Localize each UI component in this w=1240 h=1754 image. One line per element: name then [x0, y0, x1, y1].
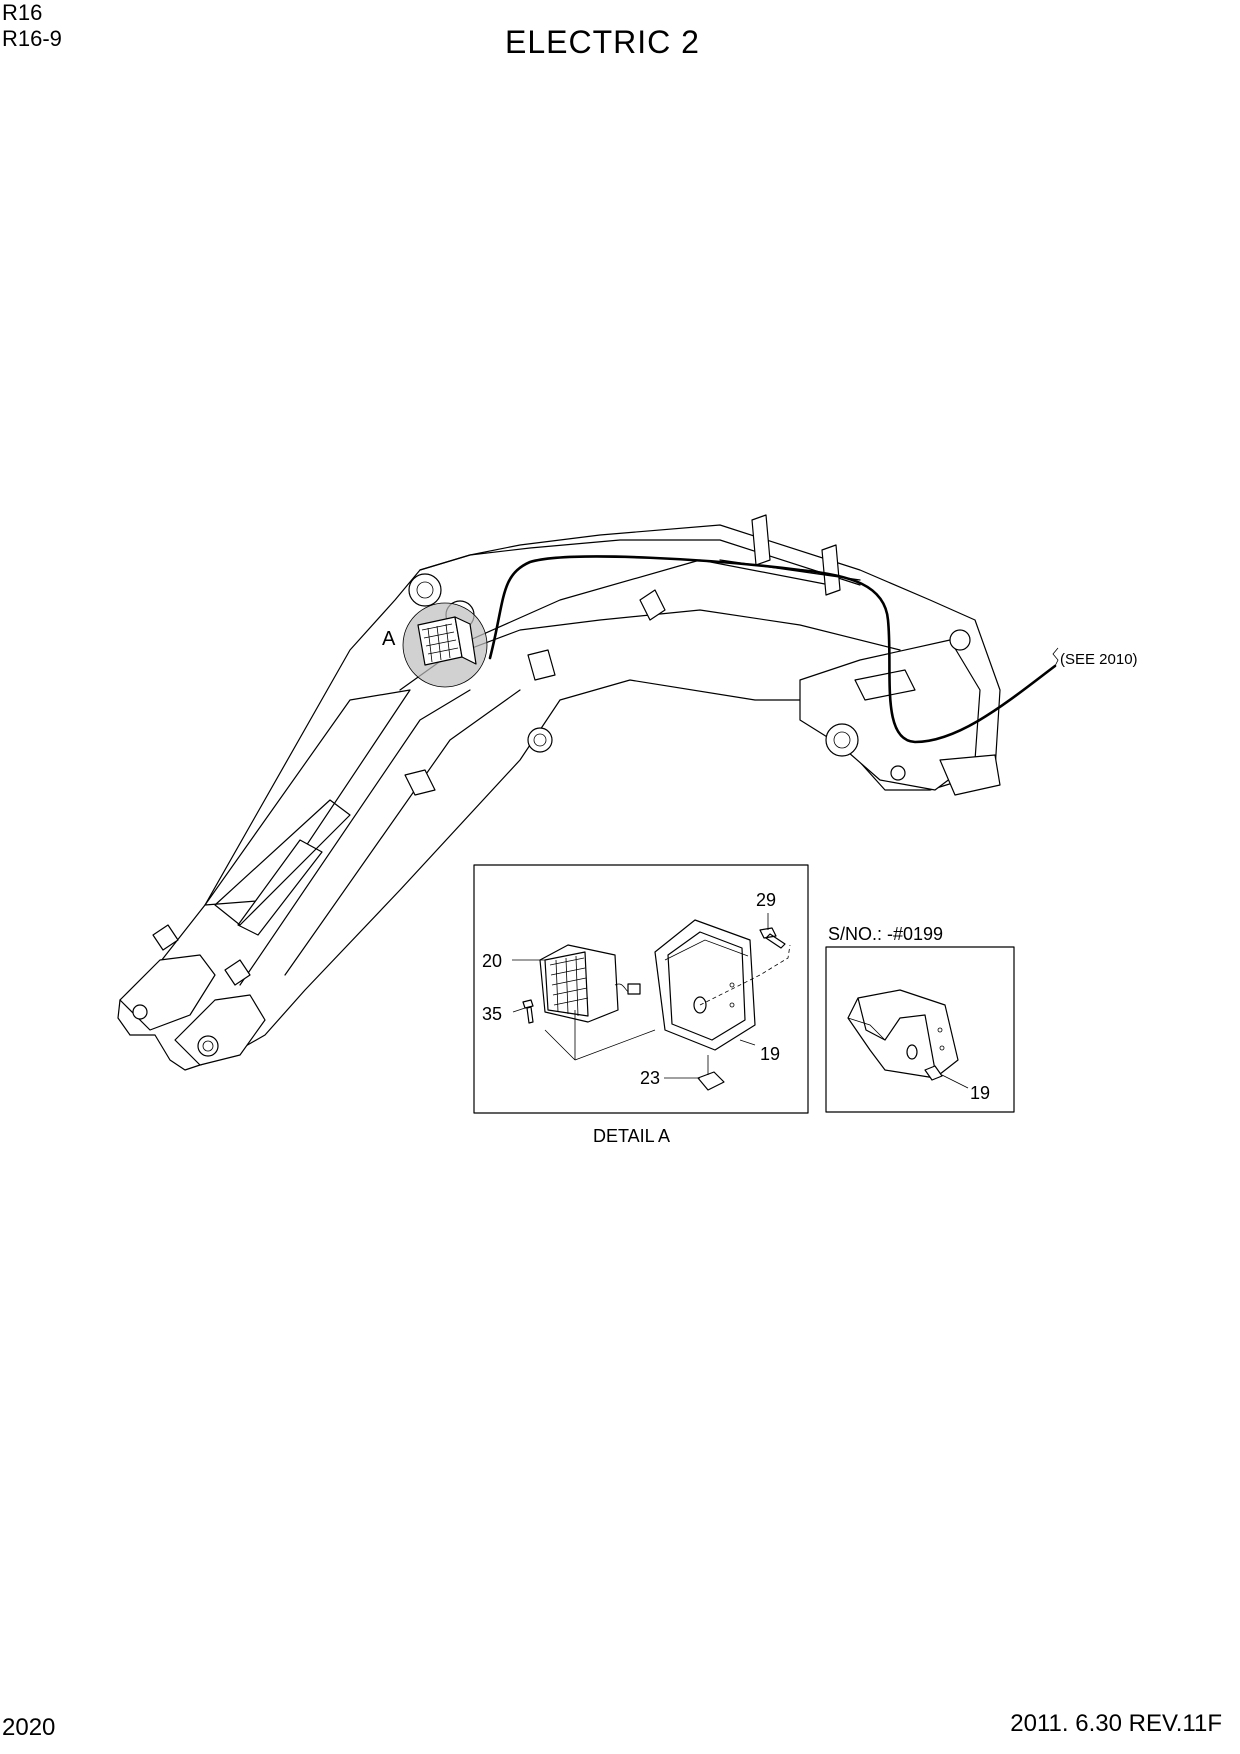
model-label: R16 — [2, 0, 43, 25]
lug-3 — [404, 769, 436, 796]
boom-pin-mid — [527, 727, 553, 753]
foot-tab-2 — [224, 959, 251, 986]
part-label-20: 20 — [482, 951, 502, 971]
detail-a-contents — [512, 913, 791, 1091]
heel-pin-lower — [890, 765, 906, 781]
top-post-2 — [821, 544, 841, 596]
serial-variant-frame — [825, 946, 1015, 1113]
revision-label: 2011. 6.30 REV.11F — [1010, 1710, 1222, 1737]
boom-inner-edge — [284, 689, 521, 976]
boom-top-ridge — [419, 539, 861, 586]
lamp-part-20 — [539, 944, 641, 1023]
part-label-35: 35 — [482, 1004, 502, 1024]
knuckle-boss-1 — [408, 573, 442, 607]
part-label-19-variant: 19 — [970, 1083, 990, 1103]
boom-plate — [214, 799, 351, 926]
heel-foot — [939, 754, 1001, 796]
heel-pin-top — [949, 629, 971, 651]
clip-part-23 — [697, 1071, 725, 1091]
serial-note: S/NO.: -#0199 — [828, 924, 943, 944]
knuckle-boss-1-inner — [416, 581, 434, 599]
boom-side-plate — [204, 689, 411, 906]
foot-pin-hole-1 — [132, 1004, 148, 1020]
wiring-harness — [488, 555, 1057, 744]
part-label-29: 29 — [756, 890, 776, 910]
page-number: 2020 — [2, 1714, 56, 1741]
detail-a-caption: DETAIL A — [593, 1126, 670, 1146]
boom-pin-mid-inner — [533, 733, 547, 747]
heel-pin-main-inner — [833, 731, 851, 749]
part-label-19: 19 — [760, 1044, 780, 1064]
see-ref-leader — [1052, 647, 1059, 667]
top-post-1 — [751, 514, 771, 566]
bolt-part-35 — [522, 999, 534, 1024]
lug-2 — [527, 649, 556, 681]
detail-a-frame — [473, 864, 809, 1114]
lug-1 — [639, 589, 666, 621]
detail-a-marker: A — [382, 628, 396, 650]
part-label-23: 23 — [640, 1068, 660, 1088]
foot-pin-hole-2-inner — [202, 1040, 214, 1052]
bracket-variant-drawing — [847, 989, 969, 1089]
foot-pin-hole-2 — [197, 1035, 219, 1057]
page-title: ELECTRIC 2 — [505, 24, 700, 60]
boom-foot-lug — [174, 994, 266, 1066]
boom-lower-edge — [239, 689, 471, 986]
screw-part-29 — [759, 927, 786, 949]
sub-model-label: R16-9 — [2, 26, 62, 51]
heel-pin-main — [825, 723, 859, 757]
foot-tab-1 — [152, 924, 179, 951]
work-lamp-on-boom — [417, 616, 477, 666]
see-ref-label: (SEE 2010) — [1060, 651, 1138, 668]
